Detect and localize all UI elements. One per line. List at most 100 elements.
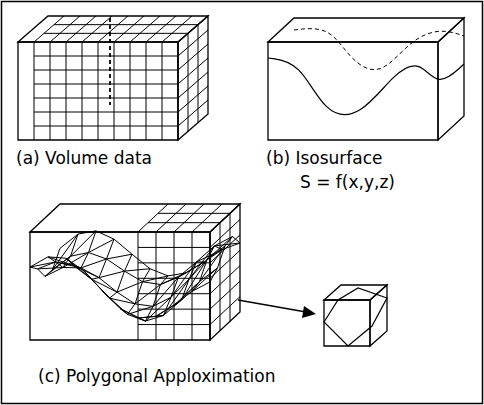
box-face — [324, 300, 370, 346]
surface-curve — [268, 58, 464, 115]
line — [171, 279, 189, 297]
line — [107, 239, 115, 259]
line — [156, 232, 157, 340]
line — [107, 254, 133, 259]
line — [109, 18, 111, 105]
line — [50, 42, 51, 140]
line — [117, 282, 143, 292]
box-face — [268, 42, 438, 140]
isosurface-box — [268, 18, 464, 140]
line — [96, 231, 114, 239]
line — [138, 309, 210, 310]
line — [125, 254, 133, 271]
line — [71, 231, 97, 256]
line — [146, 42, 147, 140]
line — [34, 56, 178, 57]
line — [34, 84, 178, 85]
line — [138, 262, 210, 263]
line — [82, 42, 83, 140]
line — [30, 262, 56, 267]
line — [186, 262, 204, 273]
line — [215, 246, 223, 250]
line — [210, 235, 240, 263]
line — [162, 42, 163, 140]
line — [60, 234, 78, 248]
line — [210, 297, 240, 325]
line — [125, 269, 151, 271]
line — [53, 248, 61, 269]
line — [179, 262, 205, 277]
line — [146, 306, 154, 321]
line — [192, 232, 193, 340]
line — [110, 292, 118, 298]
line — [89, 253, 107, 259]
line — [138, 204, 168, 232]
line — [204, 250, 222, 262]
line — [179, 262, 197, 277]
line — [114, 239, 132, 254]
caption-label: S = f(x,y,z) — [300, 172, 395, 192]
line — [84, 271, 110, 298]
line — [132, 254, 150, 268]
line — [164, 279, 190, 315]
line — [130, 16, 160, 42]
line — [148, 222, 220, 223]
line — [66, 16, 96, 42]
box-face — [18, 16, 208, 42]
polygon-mesh-box — [30, 204, 240, 340]
line — [92, 278, 100, 280]
line — [98, 42, 99, 140]
line — [168, 273, 186, 276]
line — [98, 16, 128, 42]
line — [210, 268, 218, 282]
line — [99, 278, 117, 292]
line — [178, 72, 208, 98]
line — [34, 70, 178, 71]
box-face — [370, 285, 387, 346]
line — [138, 324, 210, 325]
line — [210, 281, 240, 309]
line — [150, 269, 168, 276]
line — [220, 223, 221, 331]
line — [174, 204, 204, 232]
line — [66, 258, 92, 279]
line — [78, 231, 96, 234]
line — [188, 33, 189, 131]
line — [34, 42, 35, 140]
line — [38, 269, 46, 276]
box-face — [30, 204, 240, 232]
line — [63, 267, 81, 268]
line — [63, 253, 89, 268]
box-face — [178, 16, 208, 140]
line — [230, 213, 231, 321]
line — [207, 237, 233, 260]
line — [34, 126, 178, 127]
cell-cube — [324, 285, 387, 346]
line — [92, 279, 118, 292]
line — [114, 42, 115, 140]
line — [138, 247, 210, 248]
line — [128, 314, 146, 321]
line — [66, 42, 67, 140]
line — [158, 213, 230, 214]
line — [189, 246, 215, 279]
line — [233, 237, 241, 243]
line — [45, 256, 71, 276]
line — [34, 16, 64, 42]
line — [107, 259, 125, 271]
line — [34, 98, 178, 99]
line — [99, 259, 107, 278]
line — [156, 204, 186, 232]
line — [81, 259, 107, 268]
line — [38, 267, 64, 268]
surface-curve — [294, 29, 464, 70]
arrow-head — [302, 306, 316, 318]
line — [198, 25, 199, 123]
line — [53, 234, 79, 270]
line — [178, 86, 208, 112]
caption-label: (a) Volume data — [16, 148, 152, 168]
triangle-polygon — [324, 288, 387, 346]
